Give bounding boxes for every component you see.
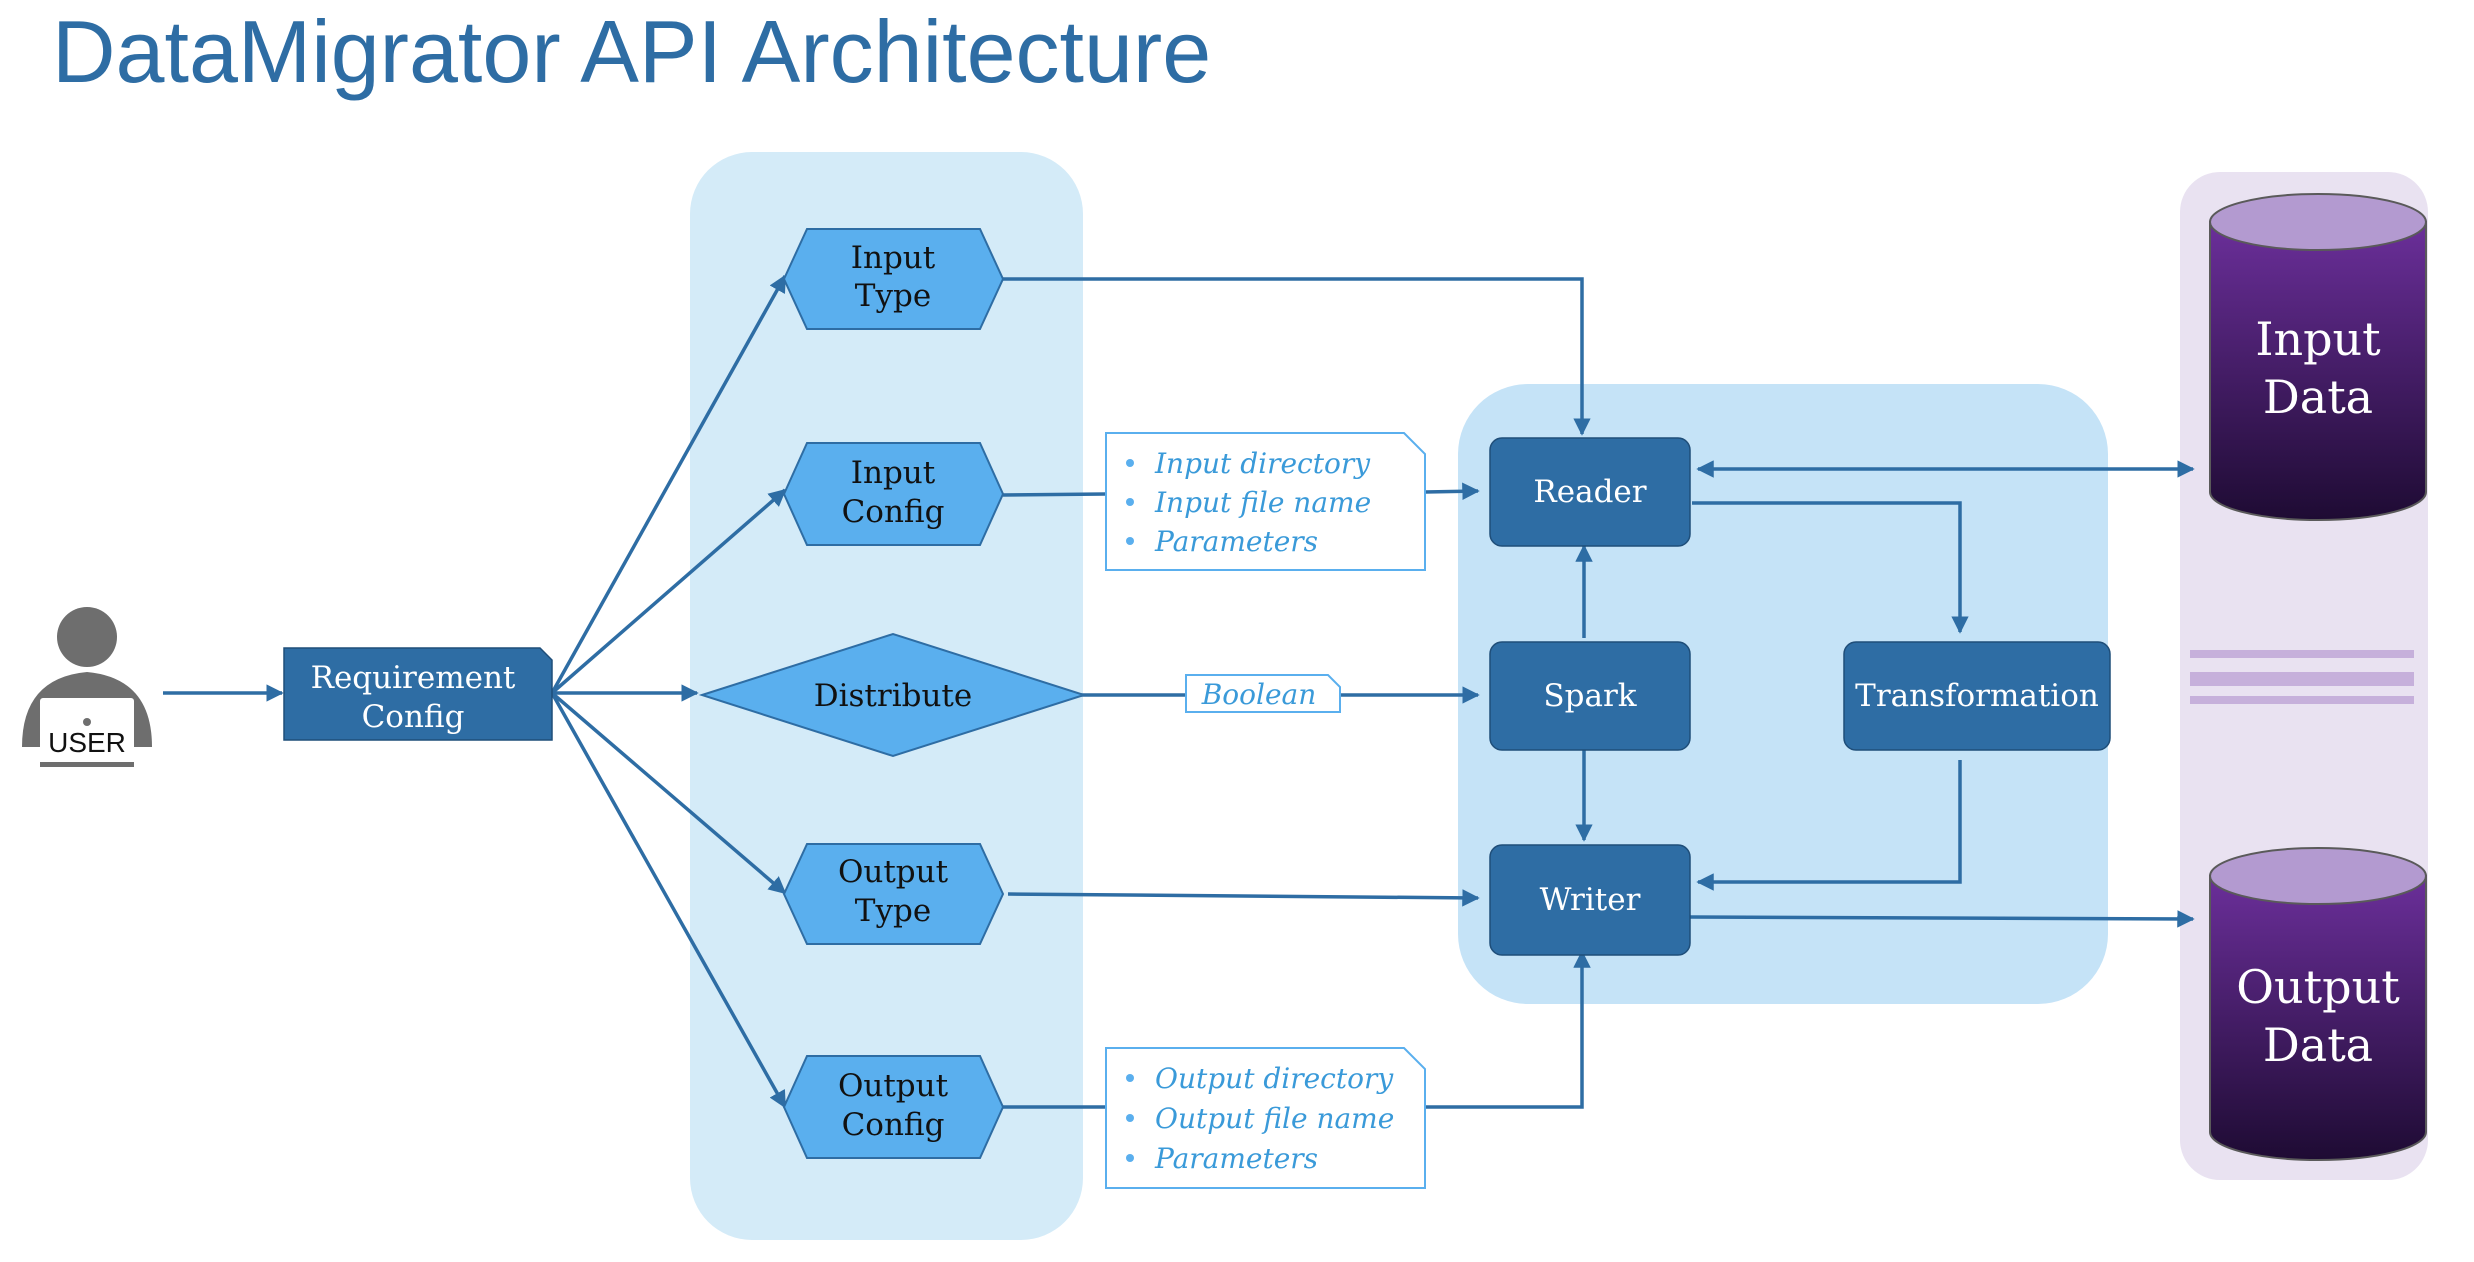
requirement-config-box xyxy=(283,647,553,741)
reader-to-transformation xyxy=(1692,501,1969,634)
bullet-icon xyxy=(1126,1114,1134,1122)
output-data-line1: Output xyxy=(2236,960,2400,1014)
input-note-item-3: Parameters xyxy=(1154,525,1318,558)
input-note-to-reader xyxy=(1424,482,1480,501)
output-type-to-writer xyxy=(1007,889,1480,907)
boolean-label: Boolean xyxy=(1201,678,1317,711)
input-config-note xyxy=(1105,432,1426,571)
distribute-label: Distribute xyxy=(814,678,972,714)
reader-node xyxy=(1489,437,1691,547)
input-note-item-1: Input directory xyxy=(1154,447,1371,480)
input-type-line1: Input xyxy=(851,240,936,276)
output-data-line2: Data xyxy=(2263,1018,2373,1072)
output-config-note xyxy=(1105,1047,1426,1189)
input-type-node xyxy=(782,228,1005,330)
input-data-line1: Input xyxy=(2255,312,2381,366)
transformation-node xyxy=(1843,641,2111,751)
input-data-database xyxy=(2209,193,2427,521)
user-label: USER xyxy=(48,727,126,758)
output-type-line1: Output xyxy=(838,854,949,890)
output-type-node xyxy=(782,843,1005,945)
input-type-to-reader xyxy=(1003,277,1591,436)
database-separator xyxy=(2190,650,2414,704)
transformation-to-writer xyxy=(1696,760,1962,891)
arrow-to-output-config xyxy=(550,692,787,1109)
output-config-line2: Config xyxy=(842,1107,945,1143)
requirement-config-line2: Config xyxy=(362,699,465,735)
writer-label: Writer xyxy=(1540,882,1641,918)
requirement-config-line1: Requirement xyxy=(311,660,516,696)
input-config-line2: Config xyxy=(842,494,945,530)
output-note-item-3: Parameters xyxy=(1154,1142,1318,1175)
connectors xyxy=(163,274,2195,1109)
transformation-label: Transformation xyxy=(1855,678,2099,714)
output-note-item-2: Output file name xyxy=(1155,1102,1394,1135)
input-note-item-2: Input file name xyxy=(1154,486,1371,519)
spark-node xyxy=(1489,641,1691,751)
bullet-icon xyxy=(1126,1154,1134,1162)
user-icon xyxy=(22,607,152,767)
arrow-to-input-type xyxy=(550,274,787,694)
page-title: DataMigrator API Architecture xyxy=(52,2,1211,101)
output-note-to-writer xyxy=(1425,950,1591,1109)
bullet-icon xyxy=(1126,537,1134,545)
input-type-line2: Type xyxy=(855,278,931,314)
bullet-icon xyxy=(1126,459,1134,467)
boolean-note xyxy=(1185,674,1341,713)
bullet-icon xyxy=(1126,1074,1134,1082)
output-note-item-1: Output directory xyxy=(1155,1062,1394,1095)
arrow-to-output-type xyxy=(550,691,787,895)
writer-node xyxy=(1489,844,1691,956)
output-data-database xyxy=(2209,847,2427,1161)
writer-to-output-data xyxy=(1689,910,2195,928)
output-config-line1: Output xyxy=(838,1068,949,1104)
input-config-to-note xyxy=(1002,492,1107,497)
spark-label: Spark xyxy=(1543,678,1636,714)
input-data-line2: Data xyxy=(2263,370,2373,424)
output-config-node xyxy=(782,1055,1005,1159)
output-type-line2: Type xyxy=(855,893,931,929)
bullet-icon xyxy=(1126,498,1134,506)
input-config-line1: Input xyxy=(851,455,936,491)
input-config-node xyxy=(782,442,1005,546)
reader-label: Reader xyxy=(1533,474,1646,510)
arrow-to-input-config xyxy=(550,488,787,695)
distribute-node xyxy=(698,632,1088,758)
